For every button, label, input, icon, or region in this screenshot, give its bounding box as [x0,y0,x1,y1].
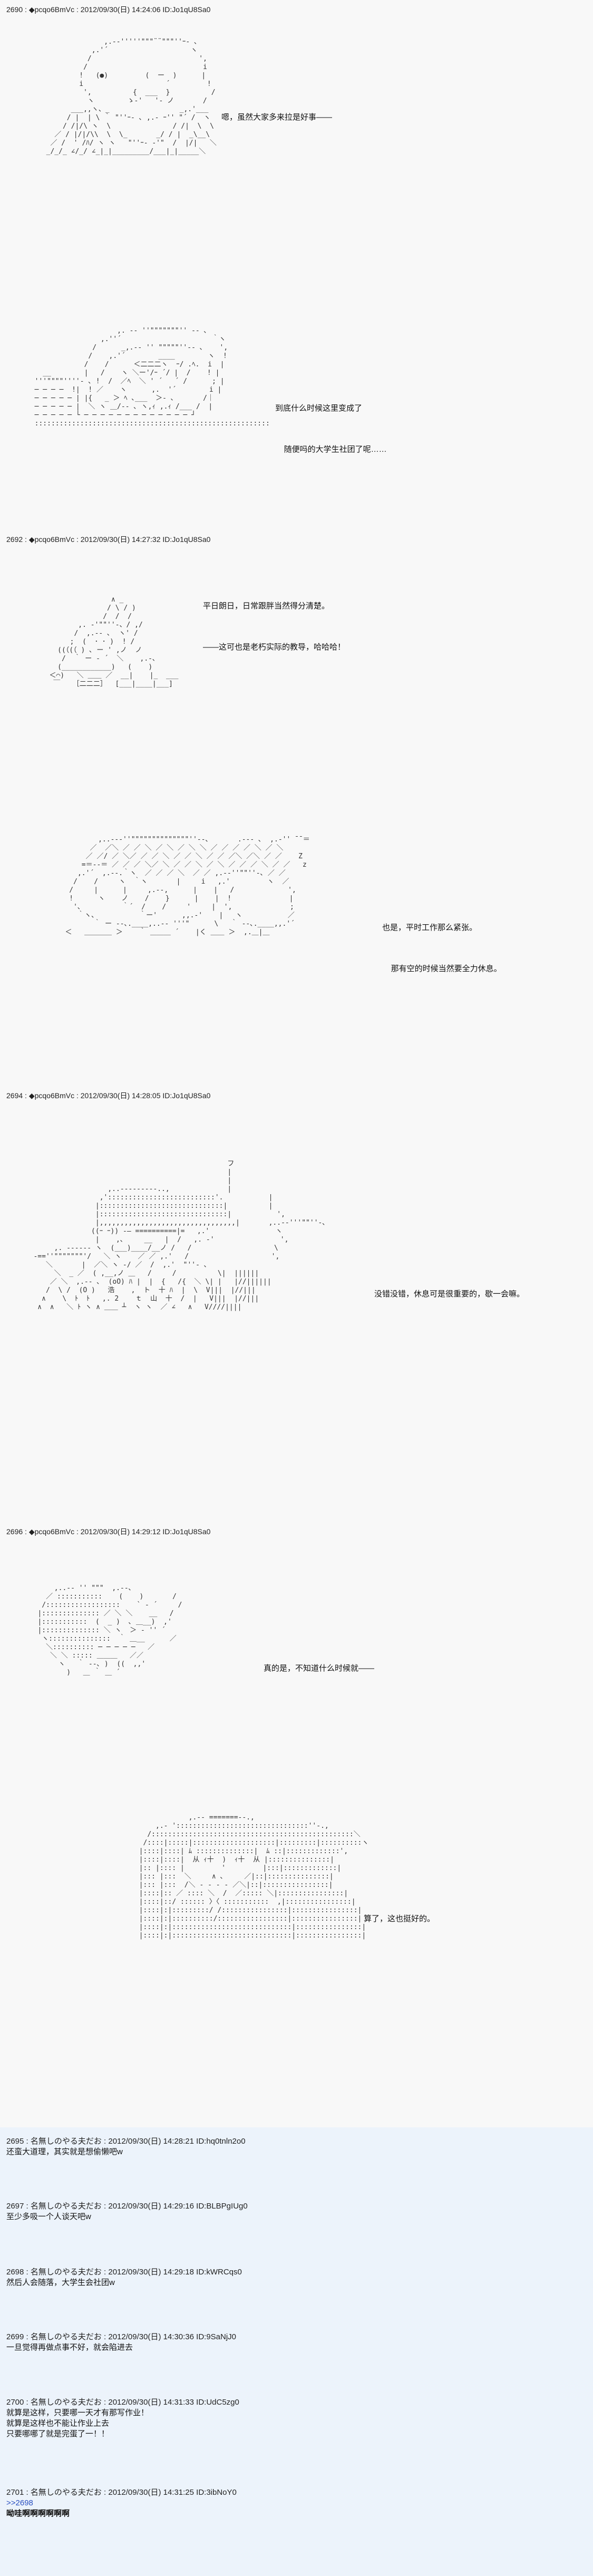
dialogue-line: 也是，平时工作那么紧张。 [382,923,478,932]
dialogue: 真的是，不知道什么时候就—— [264,1634,374,1703]
replies-section: 2695 : 名無しのやる夫だお : 2012/09/30(日) 14:28:2… [0,2127,593,2576]
dialogue-line: 那有空的时候当然要全力休息。 [382,964,502,973]
reply-post: 2697 : 名無しのやる夫だお : 2012/09/30(日) 14:29:1… [6,2201,248,2222]
dialogue-line: ——这可也是老朽实际的教导，哈哈哈！ [203,643,346,652]
dialogue-line: 算了，这也挺好的。 [364,1914,435,1923]
dialogue: 平日朗日，日常跟胖当然得分清楚。 ——这可也是老朽实际的教导，哈哈哈！ [203,572,345,682]
reply-post: 2699 : 名無しのやる夫だお : 2012/09/30(日) 14:30:3… [6,2332,236,2353]
post-header: 2690 : ◆pcqo6BmVc : 2012/09/30(日) 14:24:… [6,5,211,14]
reply-header: 2701 : 名無しのやる夫だお : 2012/09/30(日) 14:31:2… [6,2488,237,2497]
ascii-art: ∧ _ / \ / ) / / / ,. ‐'""''‐、/ ,/ / ,.-‐… [49,596,179,688]
dialogue-line: 平日朗日，日常跟胖当然得分清楚。 [203,602,330,611]
ascii-art: フ | | ,..-‐‐‐‐‐‐‐-.., | ,'::::::::::::::… [33,1160,326,1311]
dialogue-line: 嗯，虽然大家多来拉是好事—— [221,113,333,122]
dialogue-line: 随便吗的大学生社团了呢…… [275,445,387,454]
reply-header: 2695 : 名無しのやる夫だお : 2012/09/30(日) 14:28:2… [6,2137,246,2146]
reply-header: 2697 : 名無しのやる夫だお : 2012/09/30(日) 14:29:1… [6,2202,248,2211]
reply-post: 2698 : 名無しのやる夫だお : 2012/09/30(日) 14:29:1… [6,2267,242,2288]
dialogue: 算了，这也挺好的。 [364,1885,435,1953]
reply-header: 2700 : 名無しのやる夫だお : 2012/09/30(日) 14:31:3… [6,2398,239,2407]
ascii-art: ,..-‐ '' """ ,.--､ ／ ::::::::::: ( ) / /… [37,1584,182,1677]
reply-header: 2698 : 名無しのやる夫だお : 2012/09/30(日) 14:29:1… [6,2268,242,2277]
reply-post: 2695 : 名無しのやる夫だお : 2012/09/30(日) 14:28:2… [6,2136,246,2157]
ascii-art: ,.-‐ =======‐-., ,.- '::::::::::::::::::… [139,1814,369,1940]
dialogue-line: 没错没错，休息可是很重要的，歇一会嘛。 [374,1290,525,1299]
reply-header: 2699 : 名無しのやる夫だお : 2012/09/30(日) 14:30:3… [6,2332,237,2341]
reply-anchor-link[interactable]: >>2698 [6,2498,33,2507]
dialogue-line: 真的是，不知道什么时候就—— [264,1664,375,1673]
dialogue-line: 到底什么时候这里变成了 [275,404,363,413]
reply-body: 一旦觉得再做点事不好，就会陷进去 [6,2343,133,2352]
post-header: 2694 : ◆pcqo6BmVc : 2012/09/30(日) 14:28:… [6,1091,211,1100]
reply-body: 至少多吸一个人谈天吧w [6,2212,91,2221]
reply-body: 就算是这样，只要哪一天才有那写作业！ 就算是这样也不能让作业上去 只要哪哪了就是… [6,2408,149,2438]
ascii-art: ,.-‐'''''"""¨¨"""''ｰ- ､ ,.'´ ヽ / ', / i … [46,38,217,156]
dialogue: 没错没错，休息可是很重要的，歇一会嘛。 [374,1260,524,1329]
reply-body: 然后人会随落，大学生会社团w [6,2278,115,2287]
dialogue: 也是，平时工作那么紧张。 那有空的时候当然要全力休息。 [382,894,502,1003]
post-header: 2692 : ◆pcqo6BmVc : 2012/09/30(日) 14:27:… [6,535,211,544]
dialogue: 嗯，虽然大家多来拉是好事—— [221,83,332,152]
dialogue: 到底什么时候这里变成了 随便吗的大学生社团了呢…… [275,374,387,484]
reply-post: 2701 : 名無しのやる夫だお : 2012/09/30(日) 14:31:2… [6,2487,237,2519]
ascii-art: ,..-‐‐''""""""""""""""''‐-､ .-‐‐ ､ ,.-''… [65,836,310,936]
ascii-art: ,. -‐ ''"""""""'' ‐- ､ ,.''´ ｀ヽ / _,.-‐ … [34,327,270,428]
reply-body: 还蛮大道理，其实就是想偷懒吧w [6,2147,123,2156]
post-header: 2696 : ◆pcqo6BmVc : 2012/09/30(日) 14:29:… [6,1527,211,1536]
reply-post: 2700 : 名無しのやる夫だお : 2012/09/30(日) 14:31:3… [6,2397,239,2439]
reply-body: 呦哇啊啊啊啊啊啊 [6,2509,70,2518]
